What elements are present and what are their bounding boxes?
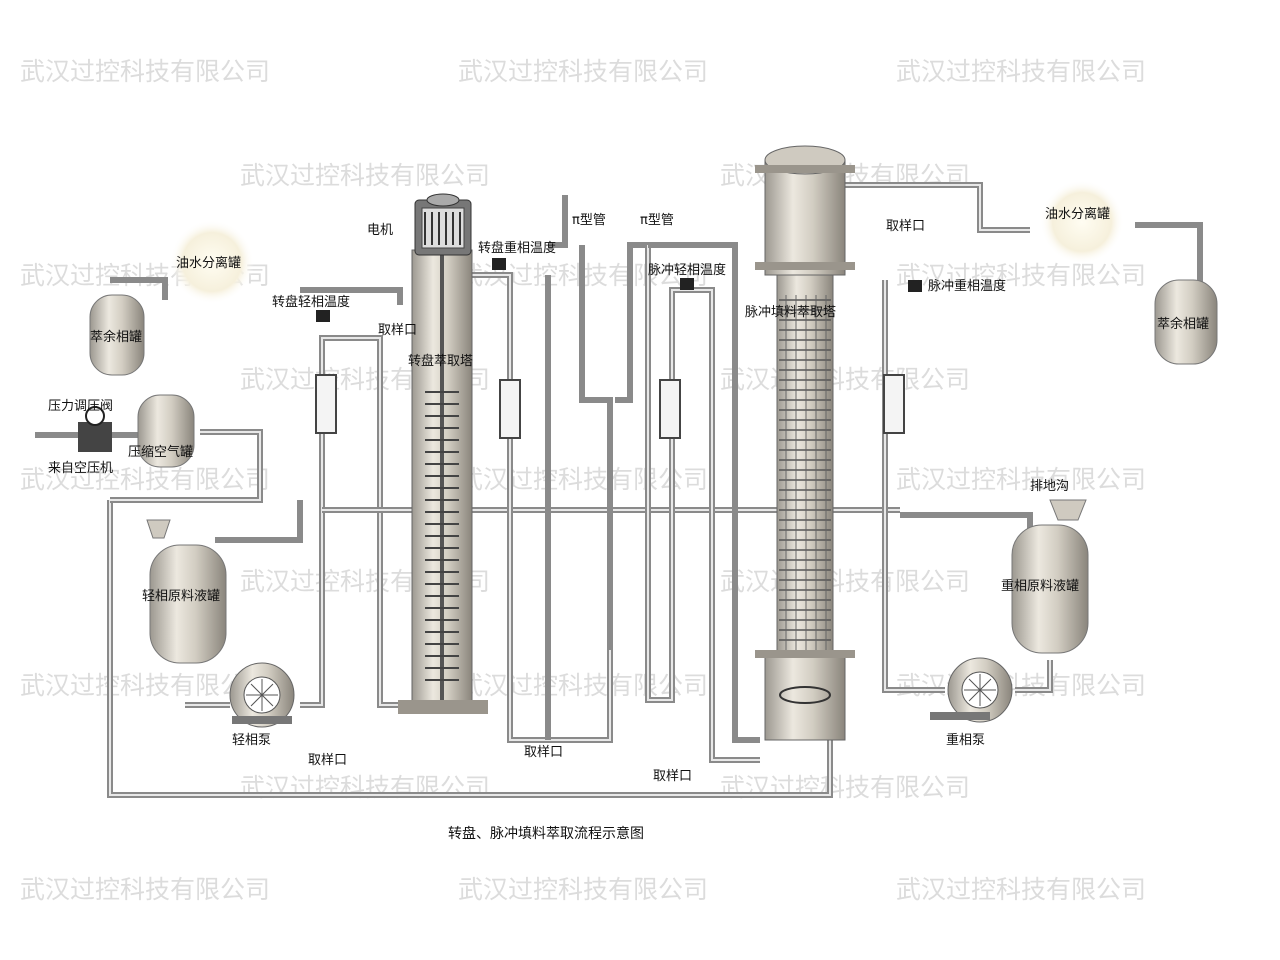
pi-tube-label: π型管 — [572, 213, 606, 228]
oil-water-separator-left — [170, 220, 254, 304]
rotating-disc-tower — [398, 249, 488, 714]
watermark-text: 武汉过控科技有限公司 — [20, 465, 270, 494]
drain-label: 排地沟 — [1030, 479, 1069, 494]
from-compressor-label: 来自空压机 — [48, 461, 113, 476]
light-pump-icon — [229, 662, 295, 728]
raffinate-tank-left-label: 萃余相罐 — [90, 329, 142, 345]
watermark-text: 武汉过控科技有限公司 — [458, 465, 708, 494]
labels: 电机 转盘萃取塔 转盘重相温度 转盘轻相温度 π型管 π型管 脉冲轻相温度 脉冲… — [48, 206, 1209, 784]
oil-water-separator-right-label: 油水分离罐 — [1045, 206, 1110, 222]
rdc-heavy-temp-label: 转盘重相温度 — [478, 240, 556, 256]
pulse-light-temp-label: 脉冲轻相温度 — [648, 262, 726, 278]
sample-port-label: 取样口 — [378, 323, 417, 338]
watermark-text: 武汉过控科技有限公司 — [458, 875, 708, 904]
sample-port-label: 取样口 — [653, 769, 692, 784]
rdc-light-temp-label: 转盘轻相温度 — [272, 294, 350, 310]
air-tank-label: 压缩空气罐 — [128, 444, 193, 460]
pulse-packed-tower — [755, 145, 855, 741]
pressure-valve-label: 压力调压阀 — [48, 399, 113, 414]
watermark-text: 武汉过控科技有限公司 — [20, 671, 270, 700]
heavy-pump-label: 重相泵 — [946, 732, 985, 748]
diagram-caption: 转盘、脉冲填料萃取流程示意图 — [448, 825, 644, 842]
heavy-pump-icon — [930, 657, 1013, 723]
light-feed-tank — [146, 519, 227, 664]
sample-port-label: 取样口 — [886, 219, 925, 234]
raffinate-tank-right — [1154, 279, 1218, 365]
pressure-valve-icon — [78, 406, 112, 452]
sample-port-label: 取样口 — [524, 745, 563, 760]
rdc-discs — [425, 391, 459, 681]
air-tank — [137, 394, 195, 468]
raffinate-tank-right-label: 萃余相罐 — [1157, 316, 1209, 332]
watermark-text: 武汉过控科技有限公司 — [720, 567, 970, 596]
watermark-text: 武汉过控科技有限公司 — [20, 57, 270, 86]
motor-icon — [414, 193, 472, 256]
watermark-text: 武汉过控科技有限公司 — [896, 465, 1146, 494]
pi-tube-label: π型管 — [640, 213, 674, 228]
pulse-packing — [779, 295, 831, 650]
oil-water-separator-right — [1040, 180, 1124, 264]
rdc-tower-label: 转盘萃取塔 — [408, 353, 473, 369]
motor-label: 电机 — [367, 223, 393, 238]
flowmeters — [315, 374, 905, 439]
sample-port-label: 取样口 — [308, 753, 347, 768]
pulse-tower-label: 脉冲填料萃取塔 — [745, 305, 836, 320]
watermark-text: 武汉过控科技有限公司 — [720, 365, 970, 394]
watermark-text: 武汉过控科技有限公司 — [240, 161, 490, 190]
light-feed-tank-label: 轻相原料液罐 — [142, 589, 220, 604]
watermark-text: 武汉过控科技有限公司 — [896, 57, 1146, 86]
watermark-text: 武汉过控科技有限公司 — [458, 671, 708, 700]
watermark-text: 武汉过控科技有限公司 — [896, 261, 1146, 290]
oil-water-separator-left-label: 油水分离罐 — [176, 255, 241, 271]
pulse-heavy-temp-label: 脉冲重相温度 — [928, 278, 1006, 294]
heavy-feed-tank-label: 重相原料液罐 — [1001, 578, 1079, 594]
watermark-text: 武汉过控科技有限公司 — [896, 875, 1146, 904]
raffinate-tank-left — [89, 294, 145, 376]
temperature-sensors — [316, 258, 922, 322]
light-pump-label: 轻相泵 — [232, 733, 271, 748]
watermark-text: 武汉过控科技有限公司 — [458, 57, 708, 86]
heavy-feed-tank — [1011, 499, 1089, 654]
watermark-text: 武汉过控科技有限公司 — [20, 875, 270, 904]
watermark-text: 武汉过控科技有限公司 — [896, 671, 1146, 700]
